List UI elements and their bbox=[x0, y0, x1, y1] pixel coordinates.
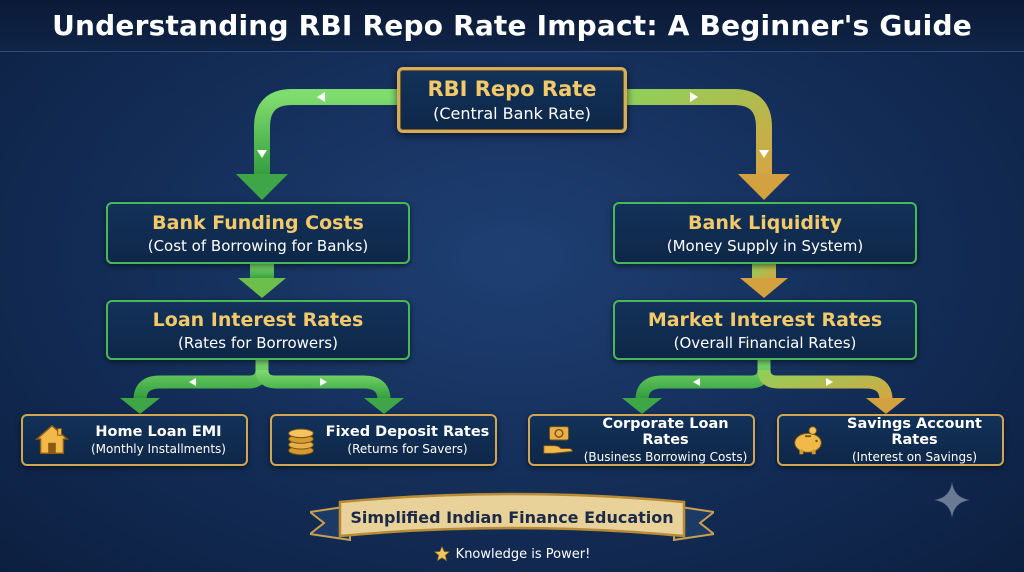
chevron-icon bbox=[693, 378, 700, 386]
node-subtitle: (Money Supply in System) bbox=[666, 236, 864, 255]
arrow-head-funding bbox=[236, 174, 288, 200]
node-subtitle: (Rates for Borrowers) bbox=[178, 333, 338, 352]
node-subtitle: (Returns for Savers) bbox=[347, 442, 468, 456]
arrow-root-to-funding bbox=[254, 89, 406, 188]
node-heading: RBI Repo Rate bbox=[427, 77, 597, 101]
node-subtitle: (Interest on Savings) bbox=[851, 450, 978, 464]
node-heading: Corporate Loan Rates bbox=[602, 416, 729, 448]
chevron-icon bbox=[759, 150, 769, 158]
title-bar: Understanding RBI Repo Rate Impact: A Be… bbox=[0, 0, 1024, 52]
node-heading: Bank Funding Costs bbox=[152, 211, 364, 234]
node-loan-interest-rates: Loan Interest Rates (Rates for Borrowers… bbox=[106, 300, 410, 360]
node-repo-rate: RBI Repo Rate (Central Bank Rate) bbox=[397, 67, 627, 133]
arrow-split-left-2 bbox=[255, 369, 391, 401]
node-bank-liquidity: Bank Liquidity (Money Supply in System) bbox=[613, 202, 917, 264]
node-subtitle: (Business Borrowing Costs) bbox=[583, 450, 748, 464]
page-title: Understanding RBI Repo Rate Impact: A Be… bbox=[52, 9, 972, 42]
tagline-text: Knowledge is Power! bbox=[455, 546, 591, 562]
arrow-split-right bbox=[635, 360, 771, 401]
node-market-interest-rates: Market Interest Rates (Overall Financial… bbox=[613, 300, 917, 360]
arrow-head-loan bbox=[238, 278, 286, 298]
arrow-head-market bbox=[740, 278, 788, 298]
footer-ribbon bbox=[310, 492, 714, 542]
node-subtitle: (Central Bank Rate) bbox=[433, 104, 591, 123]
chevron-icon bbox=[320, 378, 327, 386]
chevron-icon bbox=[317, 92, 325, 102]
arrow-split-right-2 bbox=[757, 369, 893, 401]
node-home-loan-emi: Home Loan EMI (Monthly Installments) bbox=[21, 414, 248, 466]
house-icon bbox=[34, 424, 70, 455]
node-fixed-deposit-rates: Fixed Deposit Rates (Returns for Savers) bbox=[270, 414, 497, 466]
chevron-icon bbox=[257, 150, 267, 158]
arrow-head-liquidity bbox=[738, 174, 790, 200]
star-icon bbox=[433, 546, 450, 562]
node-heading: Bank Liquidity bbox=[688, 211, 842, 234]
node-subtitle: (Overall Financial Rates) bbox=[673, 333, 857, 352]
footer-banner-text: Simplified Indian Finance Education bbox=[350, 508, 674, 527]
node-heading: Market Interest Rates bbox=[647, 308, 883, 331]
piggy-bank-icon bbox=[794, 426, 822, 455]
node-heading: Savings Account Rates bbox=[847, 416, 982, 448]
chevron-icon bbox=[189, 378, 196, 386]
node-subtitle: (Monthly Installments) bbox=[91, 442, 226, 456]
chevron-icon bbox=[826, 378, 833, 386]
node-corporate-loan-rates: Corporate Loan Rates (Business Borrowing… bbox=[528, 414, 755, 466]
sparkle-icon bbox=[934, 482, 970, 518]
hand-money-icon bbox=[543, 426, 573, 454]
node-savings-account-rates: Savings Account Rates (Interest on Savin… bbox=[777, 414, 1004, 466]
node-heading: Fixed Deposit Rates bbox=[325, 424, 490, 440]
arrow-root-to-liquidity bbox=[618, 89, 772, 188]
node-bank-funding-costs: Bank Funding Costs (Cost of Borrowing fo… bbox=[106, 202, 410, 264]
arrow-split-left bbox=[133, 360, 269, 401]
coin-stack-icon bbox=[288, 428, 314, 456]
footer-tagline: Knowledge is Power! bbox=[400, 543, 624, 565]
node-subtitle: (Cost of Borrowing for Banks) bbox=[147, 236, 369, 255]
chevron-icon bbox=[690, 92, 698, 102]
node-heading: Loan Interest Rates bbox=[152, 308, 364, 331]
node-heading: Home Loan EMI bbox=[95, 424, 222, 440]
